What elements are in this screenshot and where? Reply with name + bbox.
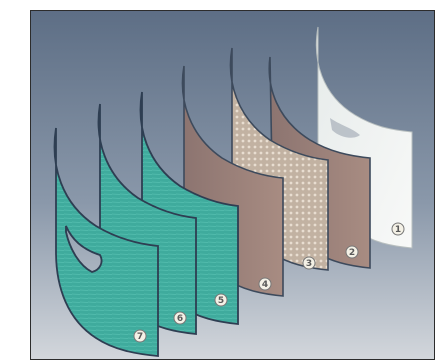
layer-5-number: 5 (218, 296, 224, 306)
layer-2-number: 2 (349, 248, 355, 258)
layer-3-number: 3 (306, 259, 312, 269)
layer-4-number: 4 (262, 280, 268, 290)
layer-7-number: 7 (137, 332, 143, 342)
layer-1-number: 1 (395, 225, 401, 235)
layer-6-number: 6 (177, 314, 183, 324)
